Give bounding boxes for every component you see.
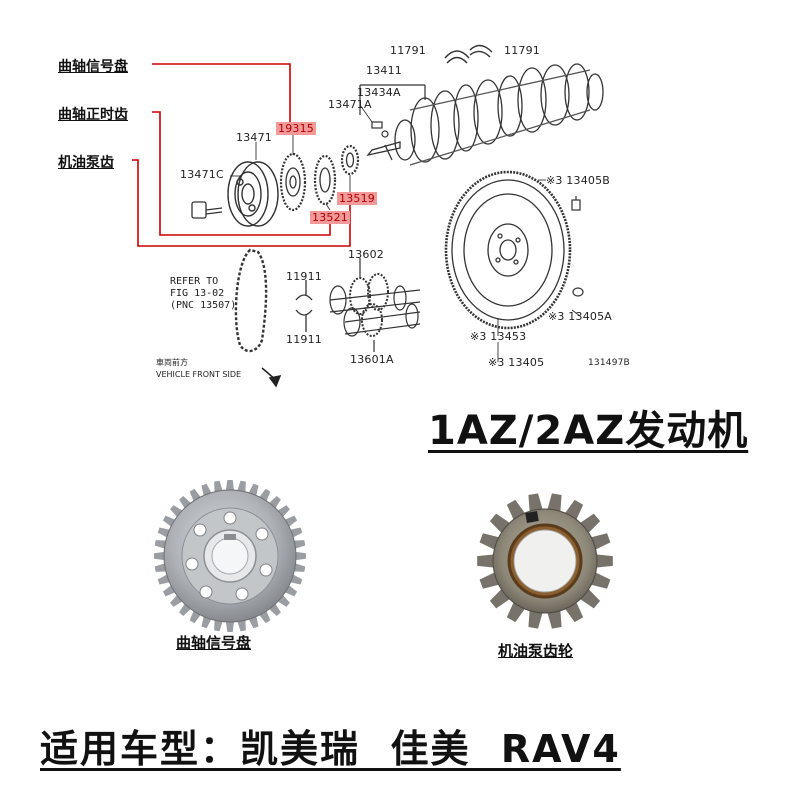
part-number-13453: ※3 13453 [470,330,527,343]
part-number-13519: 13519 [337,192,377,205]
crank-pulley [227,161,279,227]
bearing-shells-11911 [295,280,313,332]
crankshaft [366,63,604,166]
vehicle-front-arrow [261,367,282,388]
leader-line-timing-gear [152,111,331,236]
callout-crank-timing-gear: 曲轴正时齿 [58,107,128,123]
fitment-models: 适用车型：凯美瑞 佳美 RAV4 [40,727,621,771]
signal-plate-caption: 曲轴信号盘 [176,634,252,652]
refer-to-note: REFER TO FIG 13-02 (PNC 13507) [170,276,237,311]
part-number-13405A: ※3 13405A [548,310,613,323]
part-number-13434A: 13434A [357,86,401,99]
leader-lines [132,63,351,247]
gear-tooth [528,493,544,514]
vehicle-front-en: VEHICLE FRONT SIDE [156,370,242,379]
gear-tooth [225,480,235,493]
gear-tooth [546,493,562,514]
engine-title: 1AZ/2AZ发动机 [428,408,749,454]
part-number-13601A: 13601A [350,353,394,366]
flywheel [444,170,572,330]
leader-line-oil-pump [132,159,351,247]
gear-tooth [225,619,235,632]
part-number-13471: 13471 [236,131,272,144]
signal-plate-photo [154,480,306,632]
pulley-bolt [191,201,223,219]
signal-plate-drawing [279,152,307,212]
timing-sprocket-drawing [313,154,337,206]
part-number-13405: ※3 13405 [488,356,545,369]
vehicle-front-cn: 車両前方 [156,358,188,367]
gear-tooth [293,551,306,561]
leader-line-signal-plate [152,63,291,122]
part-number-19315: 19315 [276,122,316,135]
oil-pump-gear-caption: 机油泵齿轮 [498,642,574,660]
oil-pump-sprocket-drawing [340,144,360,176]
callout-crank-signal-plate: 曲轴信号盘 [58,59,128,75]
key-and-washer [359,84,426,138]
bearing-shells-11791 [444,44,493,64]
flywheel-bolts [571,196,584,297]
part-number-13471A: 13471A [328,98,372,111]
part-number-11911-top: 11911 [286,270,322,283]
part-number-11791-right: 11791 [504,44,540,57]
gear-tooth [528,608,544,629]
part-number-11791-left: 11791 [390,44,426,57]
callout-oil-pump-gear: 机油泵齿 [58,155,114,171]
balance-shafts [329,258,421,352]
part-number-13411: 13411 [366,64,402,77]
part-number-13602: 13602 [348,248,384,261]
oil-pump-gear-photo [477,493,613,629]
figure-code: 131497B [588,358,630,368]
part-number-13521: 13521 [310,211,350,224]
gear-tooth [546,608,562,629]
part-number-13405B: ※3 13405B [546,174,611,187]
part-number-11911-bottom: 11911 [286,333,322,346]
gear-tooth [594,554,613,568]
part-number-13471C: 13471C [180,168,224,181]
timing-chain [234,248,268,353]
gear-tooth [477,554,496,568]
gear-tooth [154,551,167,561]
